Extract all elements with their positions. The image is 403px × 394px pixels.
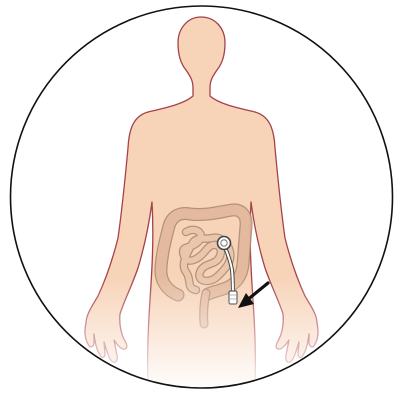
body-diagram <box>0 0 403 394</box>
illustration-canvas <box>0 0 403 394</box>
